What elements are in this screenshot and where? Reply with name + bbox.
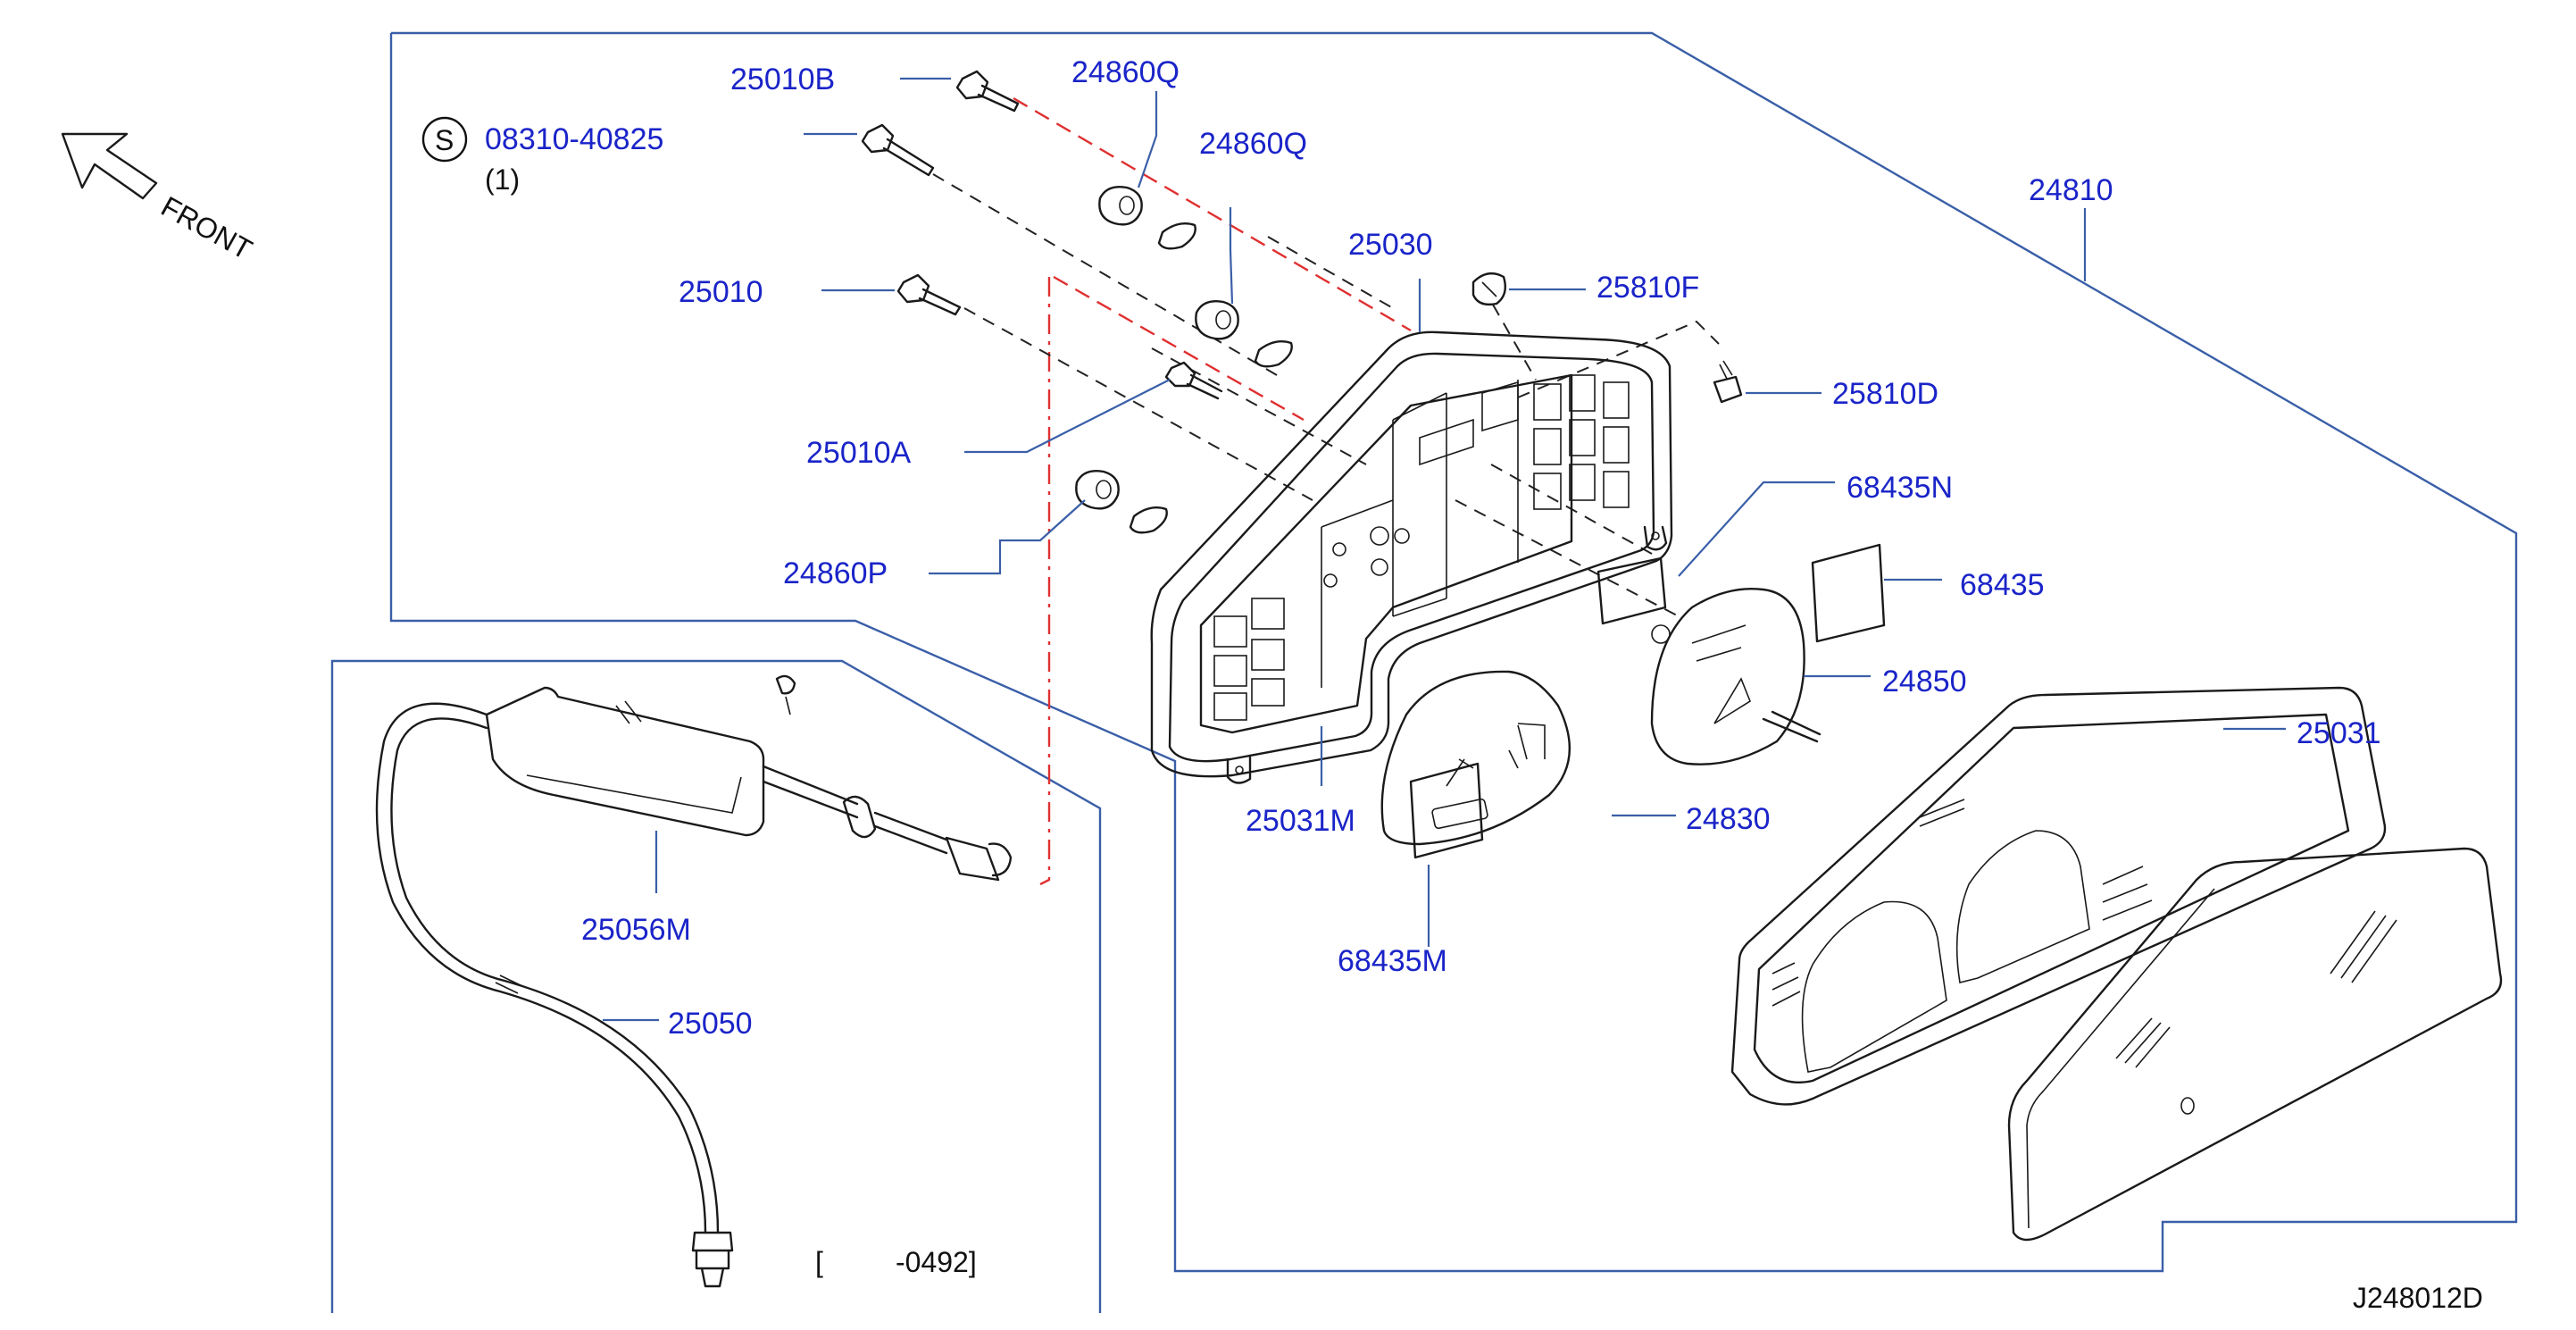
dial-24830 [1380, 670, 1571, 846]
part-number-25010B: 25010B [730, 63, 835, 96]
assembly-line [1267, 236, 1394, 309]
clip-25810F [1471, 272, 1506, 306]
meter-housing-25030 [1150, 330, 1673, 784]
standard-part-circle-icon [421, 116, 468, 163]
part-number-68435M: 68435M [1338, 944, 1447, 978]
screw-25010B [955, 70, 1020, 113]
assembly-frame-main [389, 31, 2518, 1273]
part-number-68435N: 68435N [1847, 471, 1953, 505]
leader-68435N [1678, 481, 1835, 577]
part-number-25810F: 25810F [1596, 271, 1699, 305]
part-number-25031M: 25031M [1246, 804, 1355, 838]
meter-mask-25031 [1730, 686, 2387, 1106]
part-number-25056M: 25056M [581, 913, 691, 947]
assembly-line [1517, 320, 1720, 398]
screw-25010 [896, 273, 962, 316]
part-number-24850: 24850 [1882, 665, 1967, 698]
dial-24850 [1650, 588, 1822, 765]
assembly-line [963, 307, 1313, 501]
part-number-25030: 25030 [1348, 228, 1433, 262]
assembly-line-red [1053, 275, 1305, 422]
label-68435N [1596, 556, 1667, 625]
part-number-24810: 24810 [2029, 173, 2113, 207]
assembly-line [932, 173, 1278, 376]
assembly-line [1151, 347, 1367, 465]
part-number-24860Q: 24860Q [1199, 127, 1307, 161]
part-quantity: (1) [485, 163, 520, 196]
clip-25810D [1713, 360, 1743, 404]
assembly-line [1481, 285, 1537, 381]
part-number-24830: 24830 [1686, 802, 1771, 836]
assembly-line-red [1013, 96, 1412, 332]
grommet-24860P [1075, 470, 1168, 534]
part-number-25031: 25031 [2297, 716, 2381, 750]
speed-sensor-25056M [485, 674, 1013, 882]
front-arrow-icon [61, 132, 158, 200]
leader-25010A [964, 379, 1171, 454]
meter-glass [2007, 847, 2503, 1242]
screw-25010A [1164, 361, 1223, 400]
part-number-24860P: 24860P [783, 556, 888, 590]
part-number-24860Q: 24860Q [1071, 55, 1180, 89]
drawing-code: J248012D [2353, 1282, 2483, 1314]
part-number-25050: 25050 [668, 1007, 753, 1041]
label-68435 [1811, 543, 1886, 643]
date-range-open-bracket: [ [815, 1246, 823, 1278]
assembly-line-red-vertical [1039, 277, 1051, 886]
part-number-25810D: 25810D [1832, 377, 1938, 411]
assembly-line [1455, 499, 1680, 617]
standard-part-symbol: S [435, 124, 454, 156]
part-number-25010A: 25010A [806, 436, 912, 470]
label-68435M [1409, 762, 1484, 859]
date-range-code: -0492] [896, 1246, 977, 1278]
assembly-frame-cable [330, 659, 1102, 1313]
part-number-25010: 25010 [679, 275, 763, 309]
leader-24860P [929, 499, 1086, 575]
grommet-24860Q-lower [1195, 300, 1293, 368]
part-number-68435: 68435 [1960, 568, 2045, 602]
speedometer-cable-25050 [375, 702, 734, 1288]
leader-24860Q-b [1229, 207, 1234, 305]
leader-24860Q-a [1137, 91, 1158, 188]
part-number-08310-40825: 08310-40825 [485, 122, 663, 156]
front-label: FRONT [156, 190, 258, 266]
screw-08310 [861, 123, 935, 177]
grommet-24860Q-upper [1098, 186, 1196, 250]
